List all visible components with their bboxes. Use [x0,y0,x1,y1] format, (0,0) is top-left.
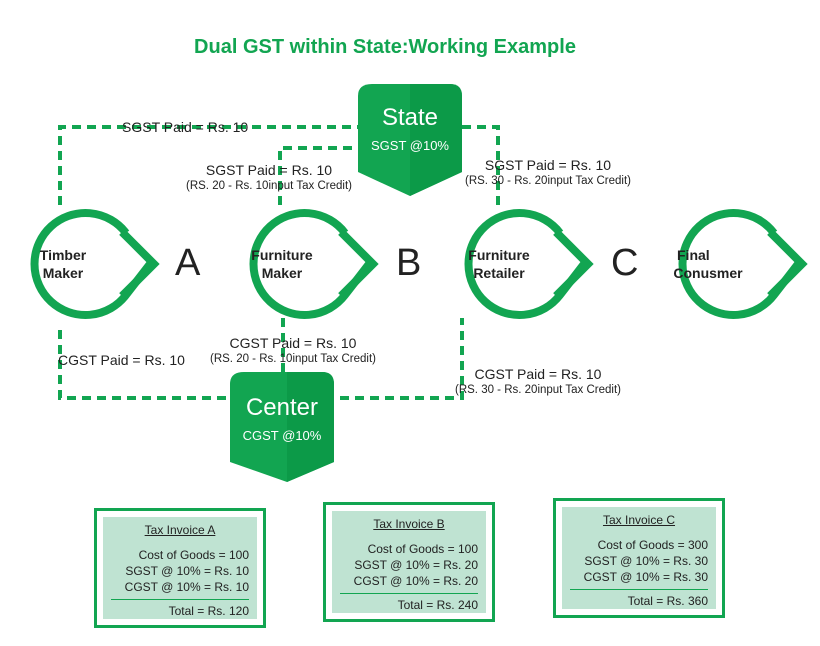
cgst-label-furniture-maker: CGST Paid = Rs. 10 (RS. 20 - Rs. 10input… [210,335,376,365]
center-shield [230,372,334,482]
flow-label-main: CGST Paid = Rs. 10 [474,366,602,382]
cycle-final-consumer [678,209,808,319]
sgst-connector-timber [58,125,358,205]
state-rate: SGST @10% [371,138,449,153]
invoice-cgst: CGST @ 10% = Rs. 30 [583,570,708,584]
sgst-label-timber: SGST Paid = Rs. 10 [122,119,248,135]
invoice-cost: Cost of Goods = 300 [597,538,708,552]
state-shield [358,84,462,196]
cgst-connector-timber [58,330,230,400]
invoice-sgst: SGST @ 10% = Rs. 20 [354,558,478,572]
sgst-label-furniture-retailer: SGST Paid = Rs. 10 (RS. 30 - Rs. 20input… [465,157,631,187]
invoice-cgst: CGST @ 10% = Rs. 20 [353,574,478,588]
flow-label-sub: (RS. 30 - Rs. 20input Tax Credit) [455,384,621,396]
letter-b: B [396,242,422,284]
node-furniture-maker: Furniture Maker [232,246,332,282]
invoice-divider [340,593,478,594]
flow-label-main: CGST Paid = Rs. 10 [229,335,357,351]
invoice-cost: Cost of Goods = 100 [367,542,478,556]
invoice-title: Tax Invoice C [602,513,676,527]
flow-label-sub: (RS. 20 - Rs. 10input Tax Credit) [210,353,376,365]
state-shield-text: State SGST @10% [355,104,465,153]
cycle-furniture-maker [249,209,379,319]
sgst-connector-furniture-retailer [462,125,500,205]
cgst-connector-furniture-retailer [340,318,464,400]
node-label-line: Final [677,247,710,263]
invoice-divider [570,589,708,590]
node-label-line: Maker [42,265,84,281]
sgst-label-furniture-maker: SGST Paid = Rs. 10 (RS. 20 - Rs. 10input… [186,162,352,192]
center-rate: CGST @10% [242,428,322,443]
invoice-divider [111,599,249,600]
cgst-label-furniture-retailer: CGST Paid = Rs. 10 (RS. 30 - Rs. 20input… [455,366,621,396]
flow-label-main: SGST Paid = Rs. 10 [484,157,612,173]
invoice-sgst: SGST @ 10% = Rs. 10 [125,564,249,578]
invoice-cgst: CGST @ 10% = Rs. 10 [124,580,249,594]
tax-invoice-b: Tax Invoice B Cost of Goods = 100 SGST @… [323,502,495,622]
invoice-sgst: SGST @ 10% = Rs. 30 [584,554,708,568]
node-label-line: Furniture [468,247,530,263]
diagram-title: Dual GST within State:Working Example [194,36,576,58]
flow-label-sub: (RS. 20 - Rs. 10input Tax Credit) [186,180,352,192]
flow-label-main: SGST Paid = Rs. 10 [205,162,333,178]
invoice-title: Tax Invoice B [373,517,445,531]
state-name: State [381,104,439,131]
node-label-line: Timber [39,247,87,263]
cycle-timber-maker [30,209,160,319]
center-name: Center [245,394,319,421]
node-label-line: Conusmer [673,265,743,281]
node-label-line: Retailer [473,265,525,281]
invoice-cost: Cost of Goods = 100 [138,548,249,562]
invoice-total: Total = Rs. 240 [397,598,478,612]
invoice-total: Total = Rs. 120 [168,604,249,618]
invoice-total: Total = Rs. 360 [627,594,708,608]
invoice-title: Tax Invoice A [144,523,216,537]
node-final-consumer: Final Conusmer [663,246,753,282]
flow-label-sub: (RS. 30 - Rs. 20input Tax Credit) [465,175,631,187]
tax-invoice-a: Tax Invoice A Cost of Goods = 100 SGST @… [94,508,266,628]
sgst-connector-furniture-maker [278,146,358,205]
tax-invoice-c: Tax Invoice C Cost of Goods = 300 SGST @… [553,498,725,618]
node-timber-maker: Timber Maker [13,246,113,282]
cycle-furniture-retailer [464,209,594,319]
node-label-line: Maker [261,265,303,281]
node-furniture-retailer: Furniture Retailer [449,246,549,282]
flow-label-main: SGST Paid = Rs. 10 [122,119,249,135]
letter-c: C [611,242,639,284]
flow-label-main: CGST Paid = Rs. 10 [58,352,185,368]
node-label-line: Furniture [251,247,313,263]
center-shield-text: Center CGST @10% [230,394,334,443]
letter-a: A [175,242,201,284]
cgst-label-timber: CGST Paid = Rs. 10 [58,352,185,368]
